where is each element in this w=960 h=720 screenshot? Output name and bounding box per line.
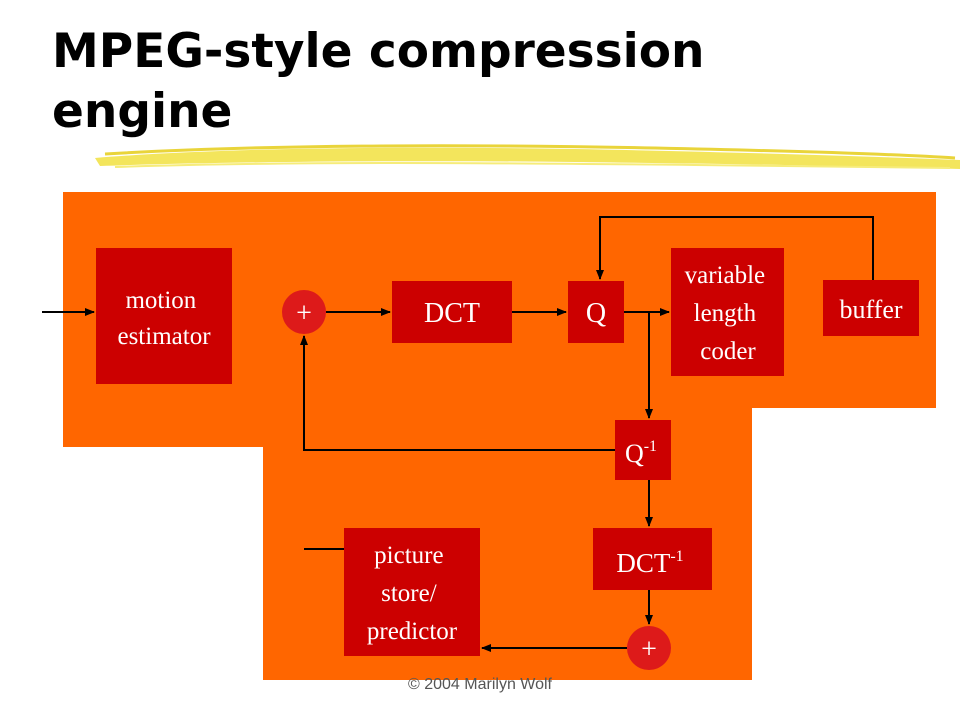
adder-top-label: +: [296, 298, 312, 329]
variable-length-coder-block: variable length coder: [671, 248, 784, 376]
title-line-1: MPEG-style compression: [52, 24, 705, 79]
highlighter-stroke: [95, 144, 960, 169]
inverse-q-label: Q: [625, 439, 644, 468]
motion-estimator-label-2: estimator: [117, 323, 211, 350]
svg-text:motion estimator: motion estimator: [117, 287, 211, 350]
inverse-q-to-adder-arrow: [300, 335, 615, 451]
adder-bottom-label: +: [641, 634, 657, 665]
svg-text:picture store/ pre: picture store/ predictor: [367, 542, 458, 645]
title-line-2: engine: [52, 84, 233, 139]
vlc-label-3: coder: [700, 338, 756, 365]
svg-text:DCT-1: DCT-1: [616, 548, 683, 578]
picture-store-predictor-block: picture store/ predictor: [344, 528, 480, 656]
copyright-footer: © 2004 Marilyn Wolf: [408, 676, 552, 693]
dct-block: DCT: [392, 281, 512, 343]
vlc-label-2: length: [694, 300, 757, 327]
dct-label: DCT: [424, 298, 480, 329]
vlc-label-1: variable: [685, 262, 766, 289]
quantizer-label: Q: [586, 298, 606, 329]
buffer-feedback-arrow: [596, 216, 874, 280]
page-title: MPEG-style compression engine: [52, 22, 932, 142]
picture-store-label-2: store/: [381, 580, 437, 607]
inverse-dct-block: DCT-1: [593, 528, 712, 590]
inverse-dct-label: DCT: [616, 548, 671, 578]
adder-top: +: [282, 290, 326, 334]
inverse-q-superscript: -1: [644, 438, 657, 455]
inverse-dct-superscript: -1: [670, 548, 683, 565]
motion-estimator-label-1: motion: [125, 287, 196, 314]
adder-bottom: +: [627, 626, 671, 670]
picture-store-label-3: predictor: [367, 618, 458, 645]
motion-estimator-block: motion estimator: [96, 248, 232, 384]
svg-text:Q-1: Q-1: [625, 438, 657, 468]
picture-store-label-1: picture: [374, 542, 443, 569]
svg-text:variable length co: variable length coder: [685, 262, 772, 365]
buffer-label: buffer: [839, 295, 902, 324]
buffer-block: buffer: [823, 280, 919, 336]
quantizer-block: Q: [568, 281, 624, 343]
inverse-quantizer-block: Q-1: [615, 420, 671, 480]
